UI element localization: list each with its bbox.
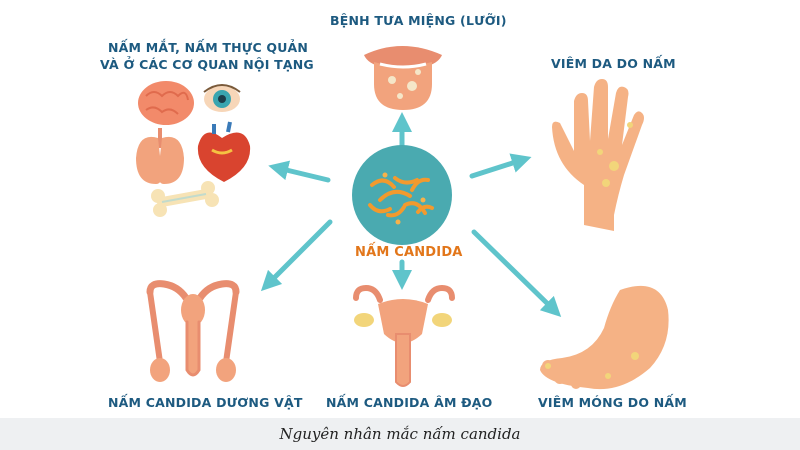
caption-text: Nguyên nhân mắc nấm candida xyxy=(279,425,521,443)
mouth-tongue-icon xyxy=(364,46,442,110)
arrows xyxy=(260,112,562,317)
brain-icon xyxy=(138,81,194,125)
candida-fungus-icon xyxy=(352,145,452,245)
label-penile: NẤM CANDIDA DƯƠNG VẬT xyxy=(108,395,303,410)
label-nail: VIÊM MÓNG DO NẤM xyxy=(538,395,687,410)
arrow-to-hand xyxy=(469,153,532,179)
arrow-to-male xyxy=(260,219,333,292)
caption-bar: Nguyên nhân mắc nấm candida xyxy=(0,418,800,450)
diagram-canvas: BỆNH TƯA MIỆNG (LƯỠI) NẤM MẮT, NẤM THỰC … xyxy=(100,13,687,410)
male-reproductive-icon xyxy=(146,280,240,382)
label-center-candida: NẤM CANDIDA xyxy=(355,245,463,260)
bone-icon xyxy=(151,181,219,217)
uterus-icon xyxy=(353,284,455,387)
diagram-artwork xyxy=(136,46,669,390)
hand-icon xyxy=(552,79,644,231)
label-organs-line1: NẤM MẮT, NẤM THỰC QUẢN xyxy=(108,40,309,55)
arrow-to-foot xyxy=(471,229,562,317)
label-skin: VIÊM DA DO NẤM xyxy=(551,56,676,71)
foot-icon xyxy=(540,285,669,390)
arrow-to-organs xyxy=(268,160,331,183)
eye-icon xyxy=(203,84,241,112)
lungs-icon xyxy=(136,128,184,184)
label-oral-thrush: BỆNH TƯA MIỆNG (LƯỠI) xyxy=(330,13,507,28)
label-vaginal: NẤM CANDIDA ÂM ĐẠO xyxy=(326,395,493,410)
heart-icon xyxy=(197,121,251,182)
label-organs-line2: VÀ Ở CÁC CƠ QUAN NỘI TẠNG xyxy=(100,57,314,72)
